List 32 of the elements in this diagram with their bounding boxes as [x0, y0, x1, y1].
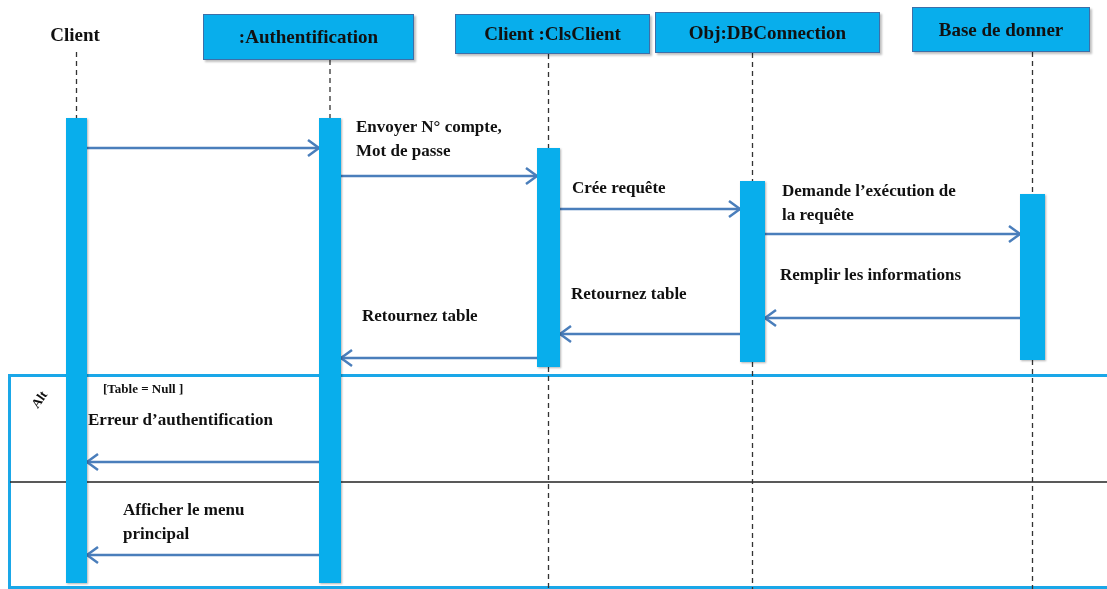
activation-bar: [740, 181, 765, 362]
activation-bar: [66, 118, 87, 583]
participant-box: :Authentification: [203, 14, 414, 60]
participant-box: Obj:DBConnection: [655, 12, 880, 53]
edge-label: Erreur d’authentification: [88, 409, 274, 431]
edge-label: Remplir les informations: [780, 264, 962, 286]
edge-label: Retournez table: [571, 283, 688, 305]
lifeline: [751, 52, 754, 182]
activation-bar: [319, 118, 341, 583]
edge-label: Retournez table: [362, 305, 479, 327]
lifeline: [547, 53, 550, 149]
message-arrow: [765, 224, 1022, 244]
message-arrow: [341, 166, 539, 186]
message-arrow: [560, 199, 742, 219]
lifeline: [75, 51, 78, 119]
lifeline: [751, 361, 754, 589]
lifeline: [547, 366, 550, 589]
message-arrow: [87, 138, 321, 158]
activation-bar: [537, 148, 560, 367]
participant-label: Client: [40, 24, 110, 52]
participant-box: Base de donner: [912, 7, 1090, 52]
lifeline: [1031, 51, 1034, 195]
participant-box: Client :ClsClient: [455, 14, 650, 54]
guard-condition: [Table = Null ]: [103, 381, 184, 397]
frame-operator: Alt: [28, 387, 52, 412]
lifeline: [1031, 359, 1034, 589]
edge-label: Afficher le menu principal: [123, 499, 246, 545]
edge-label: Demande l’exécution de la requête: [782, 180, 957, 226]
lifeline: [329, 59, 331, 119]
activation-bar: [1020, 194, 1045, 360]
edge-label: Crée requête: [572, 177, 667, 199]
edge-label: Envoyer N° compte, Mot de passe: [356, 116, 503, 162]
